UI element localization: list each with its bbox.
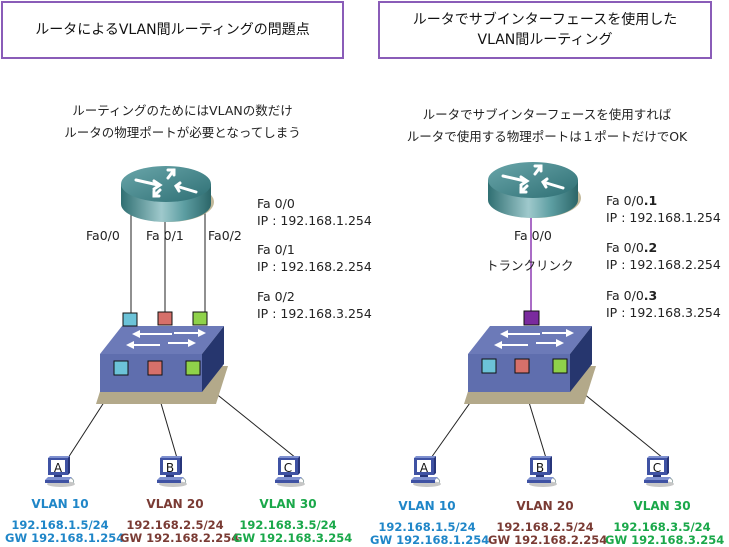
left-switch-port-bottom-vlan10	[113, 360, 129, 376]
left-interface-name: Fa 0/1	[257, 242, 295, 257]
left-switch-port-top-vlan30	[192, 311, 208, 326]
pc-ip: 192.168.2.5/24	[126, 518, 224, 532]
right-caption-line2: ルータで使用する物理ポートは１ポートだけでOK	[406, 129, 688, 144]
right-subinterface-2: Fa 0/0.2 IP : 192.168.2.254	[606, 239, 721, 273]
left-switch-port-top-vlan10	[122, 312, 138, 327]
right-pc-b-letter: B	[536, 461, 544, 475]
left-title: ルータによるVLAN間ルーティングの問題点	[35, 22, 310, 38]
vlan-label: VLAN 20	[516, 499, 574, 513]
right-caption: ルータでサブインターフェースを使用すれば ルータで使用する物理ポートは１ポートだ…	[365, 104, 729, 148]
subinterface-name: Fa 0/0.1	[606, 193, 658, 208]
right-pc-c-letter: C	[653, 461, 661, 475]
right-pc-a-info: VLAN 10 192.168.1.5/24 GW 192.168.1.254	[370, 499, 490, 547]
right-router-icon	[486, 160, 583, 220]
left-pc-b-letter: B	[166, 461, 174, 475]
pc-ip: 192.168.3.5/24	[613, 520, 711, 534]
left-switch-port-bottom-vlan20	[147, 360, 163, 376]
pc-gateway: GW 192.168.1.254	[5, 531, 125, 545]
left-interface-ip: IP : 192.168.2.254	[257, 259, 372, 274]
right-switch-port-trunk	[523, 310, 540, 326]
right-caption-line1: ルータでサブインターフェースを使用すれば	[422, 107, 672, 122]
pc-ip: 192.168.2.5/24	[496, 520, 594, 534]
right-title-box: ルータでサブインターフェースを使用した VLAN間ルーティング	[378, 1, 712, 59]
vlan-label: VLAN 20	[146, 497, 204, 511]
right-switch-port-vlan10	[481, 358, 497, 374]
right-subinterface-1: Fa 0/0.1 IP : 192.168.1.254	[606, 192, 721, 226]
left-pc-b-info: VLAN 20 192.168.2.5/24 GW 192.168.2.254	[120, 497, 240, 545]
left-pc-a-info: VLAN 10 192.168.1.5/24 GW 192.168.1.254	[5, 497, 125, 545]
pc-gateway: GW 192.168.1.254	[370, 533, 490, 547]
left-router-cables	[130, 210, 206, 313]
trunk-link-label: トランクリンク	[486, 258, 574, 273]
right-pc-a-letter: A	[420, 461, 429, 475]
left-title-box: ルータによるVLAN間ルーティングの問題点	[1, 1, 344, 59]
pc-gateway: GW 192.168.3.254	[233, 531, 353, 545]
left-caption: ルーティングのためにはVLANの数だけ ルータの物理ポートが必要となってしまう	[0, 100, 365, 144]
left-caption-line2: ルータの物理ポートが必要となってしまう	[64, 125, 301, 140]
pc-gateway: GW 192.168.2.254	[488, 533, 608, 547]
left-port-label-fa0-0: Fa0/0	[86, 228, 120, 243]
pc-gateway: GW 192.168.2.254	[120, 531, 240, 545]
pc-ip: 192.168.1.5/24	[11, 518, 109, 532]
left-interface-fa0-0: Fa 0/0 IP : 192.168.1.254	[257, 195, 372, 229]
right-pc-c-info: VLAN 30 192.168.3.5/24 GW 192.168.3.254	[605, 499, 725, 547]
pc-ip: 192.168.3.5/24	[239, 518, 337, 532]
right-switch-port-vlan30	[552, 358, 568, 374]
vlan-label: VLAN 10	[31, 497, 89, 511]
left-interface-name: Fa 0/2	[257, 289, 295, 304]
left-interface-fa0-1: Fa 0/1 IP : 192.168.2.254	[257, 241, 372, 275]
left-port-label-fa0-1: Fa 0/1	[146, 228, 184, 243]
vlan-label: VLAN 10	[398, 499, 456, 513]
left-interface-fa0-2: Fa 0/2 IP : 192.168.3.254	[257, 288, 372, 322]
pc-gateway: GW 192.168.3.254	[605, 533, 725, 547]
right-switch-port-vlan20	[514, 358, 530, 374]
subinterface-ip: IP : 192.168.1.254	[606, 210, 721, 225]
left-switch-port-bottom-vlan30	[185, 360, 201, 376]
subinterface-name: Fa 0/0.3	[606, 288, 658, 303]
left-switch-port-top-vlan20	[157, 311, 173, 326]
left-pc-c-info: VLAN 30 192.168.3.5/24 GW 192.168.3.254	[233, 497, 353, 545]
right-title-line2: VLAN間ルーティング	[477, 32, 613, 48]
left-interface-ip: IP : 192.168.1.254	[257, 213, 372, 228]
right-title-line1: ルータでサブインターフェースを使用した	[412, 12, 678, 28]
left-interface-ip: IP : 192.168.3.254	[257, 306, 372, 321]
left-interface-name: Fa 0/0	[257, 196, 295, 211]
subinterface-ip: IP : 192.168.3.254	[606, 305, 721, 320]
subinterface-name: Fa 0/0.2	[606, 240, 658, 255]
left-caption-line1: ルーティングのためにはVLANの数だけ	[72, 103, 293, 118]
pc-ip: 192.168.1.5/24	[378, 520, 476, 534]
vlan-label: VLAN 30	[633, 499, 691, 513]
subinterface-ip: IP : 192.168.2.254	[606, 257, 721, 272]
right-port-label-fa0-0: Fa 0/0	[514, 228, 552, 243]
left-pc-c-letter: C	[284, 461, 292, 475]
vlan-label: VLAN 30	[259, 497, 317, 511]
right-subinterface-3: Fa 0/0.3 IP : 192.168.3.254	[606, 287, 721, 321]
right-pc-b-info: VLAN 20 192.168.2.5/24 GW 192.168.2.254	[488, 499, 608, 547]
left-pc-a-letter: A	[54, 461, 63, 475]
left-router-icon	[119, 164, 216, 224]
left-port-label-fa0-2: Fa0/2	[208, 228, 242, 243]
